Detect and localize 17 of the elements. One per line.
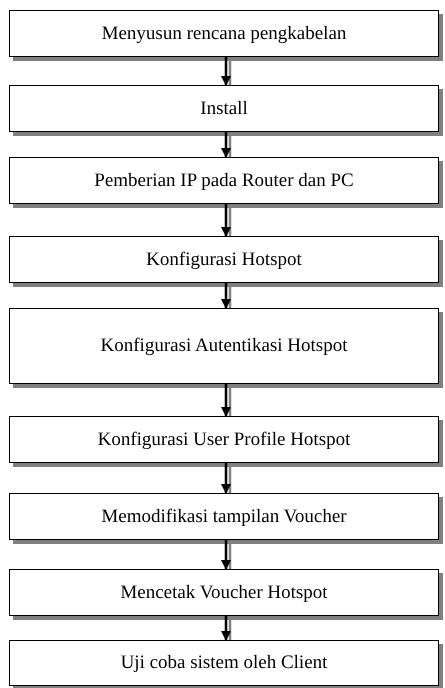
arrow: [221, 283, 232, 309]
arrow: [221, 132, 232, 158]
arrow: [221, 204, 232, 237]
step-text: Uji coba sistem oleh Client: [120, 652, 328, 674]
step-text: Konfigurasi Hotspot: [145, 248, 303, 270]
step-text: Memodifikasi tampilan Voucher: [100, 506, 348, 528]
step-text: Konfigurasi User Profile Hotspot: [96, 428, 352, 450]
step-text: Konfigurasi Autentikasi Hotspot: [100, 335, 348, 357]
arrow: [221, 463, 232, 494]
arrow: [221, 57, 232, 86]
step-text: Pemberian IP pada Router dan PC: [93, 170, 355, 192]
step-text: Menyusun rencana pengkabelan: [100, 22, 348, 44]
step-text: Mencetak Voucher Hotspot: [119, 582, 329, 604]
arrow: [221, 540, 232, 570]
arrow: [221, 616, 232, 641]
step-text: Install: [199, 98, 249, 120]
arrow: [221, 384, 232, 417]
